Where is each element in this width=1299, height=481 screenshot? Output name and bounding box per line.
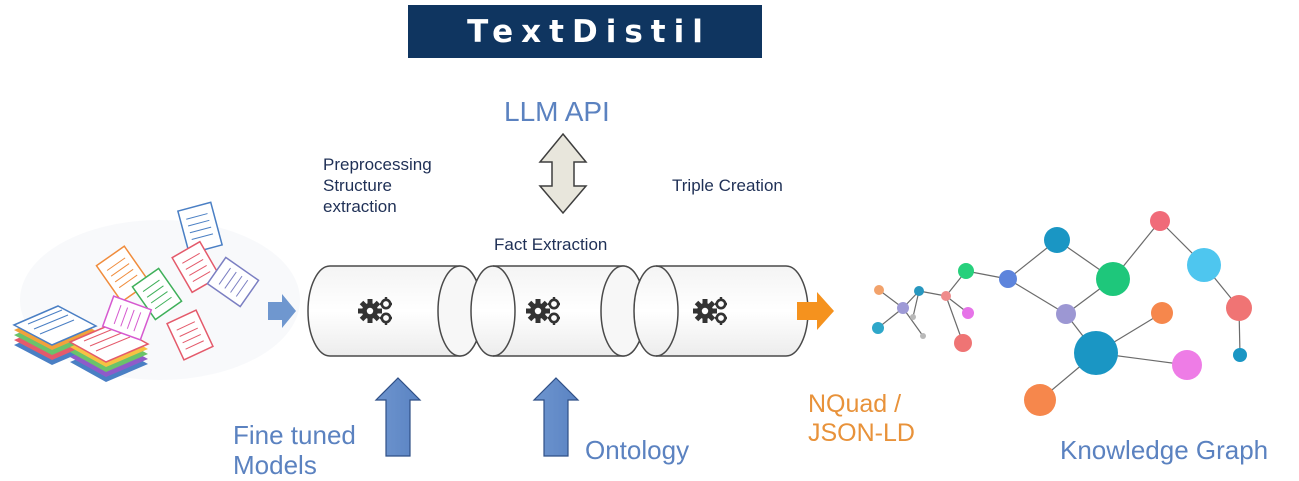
up-arrow-icon	[532, 377, 580, 457]
gears-icon	[693, 297, 727, 325]
ontology-label: Ontology	[585, 435, 690, 465]
documents-stack-icon	[12, 201, 300, 382]
preprocessing-line-3: extraction	[323, 197, 397, 216]
double-arrow-icon	[538, 132, 588, 215]
nquad-jsonld-label: NQuad / JSON-LD	[808, 390, 915, 448]
preprocessing-line-1: Preprocessing	[323, 155, 432, 174]
fine-tuned-models-label: Fine tuned Models	[233, 420, 356, 480]
preprocessing-line-2: Structure	[323, 176, 392, 195]
llm-api-label: LLM API	[504, 96, 610, 127]
nquad-line-2: JSON-LD	[808, 419, 915, 447]
preprocessing-label: Preprocessing Structure extraction	[323, 154, 432, 217]
fine-tuned-line-2: Models	[233, 450, 317, 480]
fact-extraction-label: Fact Extraction	[494, 235, 608, 254]
title-banner: TextDistil	[408, 5, 762, 58]
output-arrow-icon	[797, 292, 834, 330]
page-title: TextDistil	[467, 13, 711, 50]
knowledge-graph-label: Knowledge Graph	[1060, 435, 1269, 465]
pipeline-cylinders	[307, 265, 809, 357]
fine-tuned-line-1: Fine tuned	[233, 420, 356, 450]
nquad-line-1: NQuad /	[808, 390, 902, 418]
gears-icon	[358, 297, 392, 325]
graph-nodes	[872, 211, 1252, 416]
triple-creation-label: Triple Creation	[672, 176, 783, 195]
input-arrow-icon	[268, 294, 296, 328]
up-arrow-icon	[374, 377, 422, 457]
gears-icon	[526, 297, 560, 325]
